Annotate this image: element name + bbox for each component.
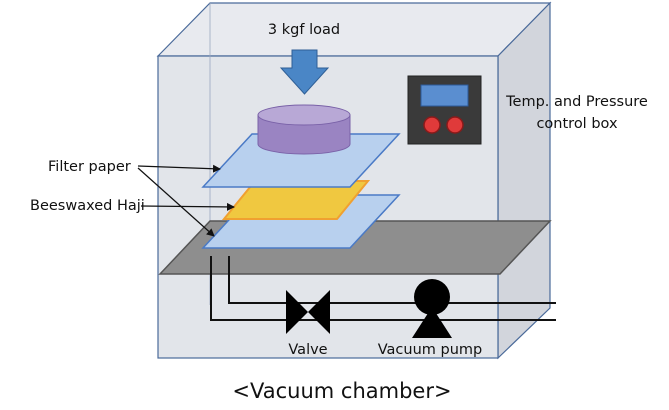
control-box-label-line2: control box [536,116,618,132]
valve-icon [286,290,330,334]
vacuum-pump-label: Vacuum pump [378,342,483,358]
filter-paper-arrow-bottom [137,167,215,237]
filter-paper-arrow-top [137,164,221,173]
control-box-display [420,84,469,107]
load-label: 3 kgf load [268,22,340,38]
diagram-caption: <Vacuum chamber> [232,379,451,403]
filter-paper-label: Filter paper [48,159,131,175]
control-box-label-line1: Temp. and Pressure [505,94,648,110]
beeswaxed-haji-arrow [140,202,235,211]
beeswaxed-haji-label: Beeswaxed Haji [30,198,145,214]
knob-icon [423,116,441,134]
filter-paper-top [201,133,401,188]
valve-label: Valve [288,342,327,358]
down-arrow-icon [279,49,330,95]
chamber-top-face [156,2,552,57]
chamber-side-face [497,1,551,360]
weight-cylinder [257,104,351,155]
control-box [407,75,482,145]
beeswaxed-haji-sheet [221,180,371,220]
vacuum-pump-icon [412,279,452,338]
knob-icon [446,116,464,134]
